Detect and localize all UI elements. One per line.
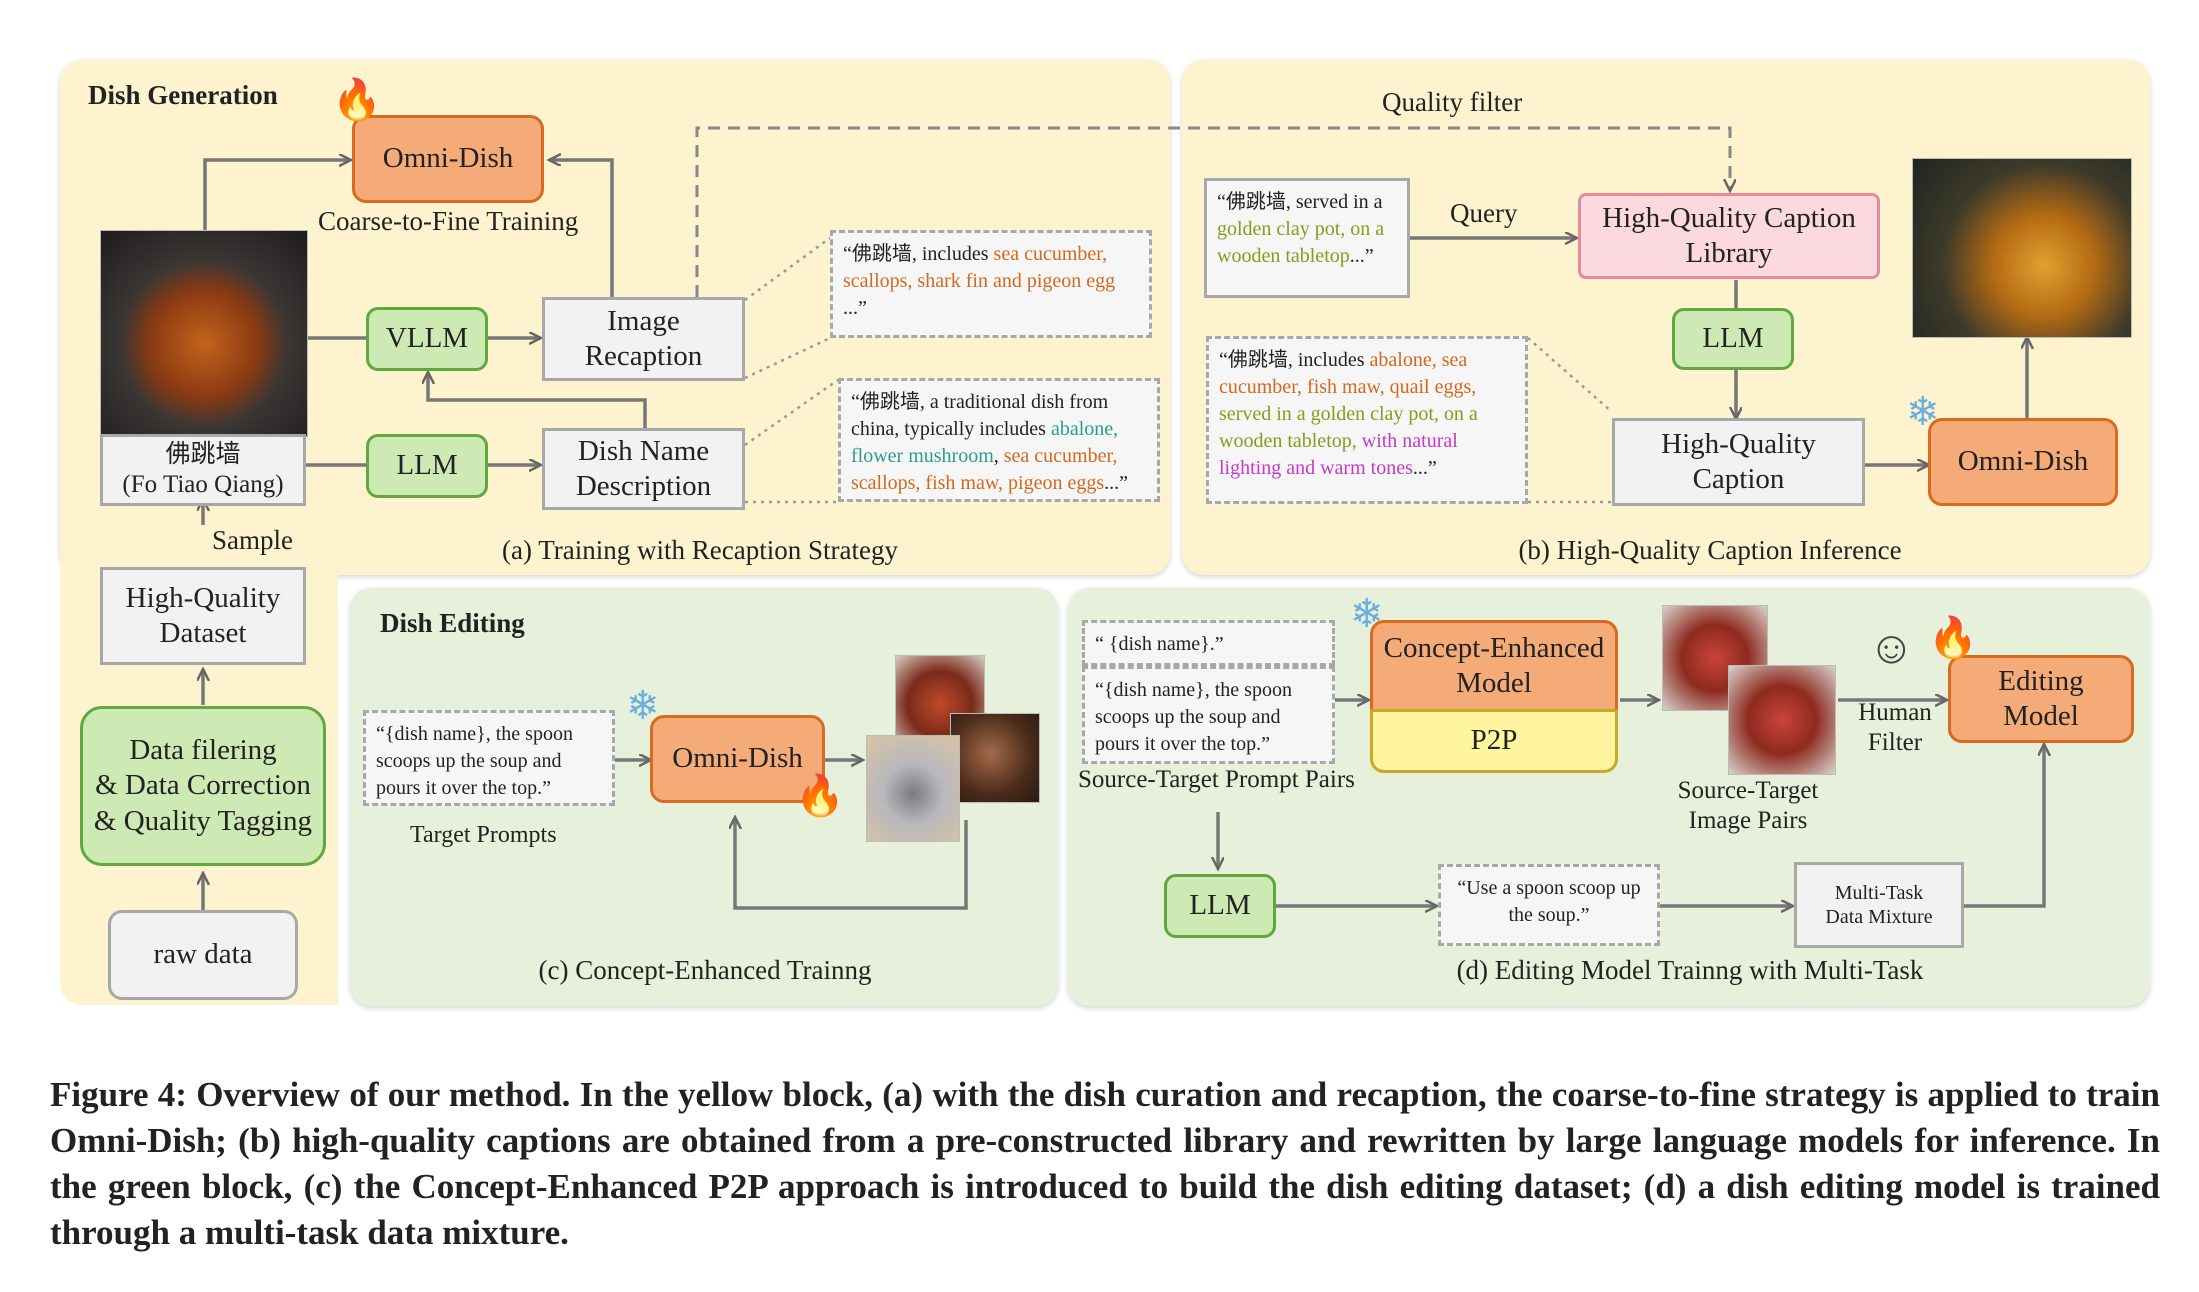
hq-caption-label: High-Quality Caption	[1661, 427, 1816, 495]
data-filtering-node[interactable]: Data filering & Data Correction & Qualit…	[80, 706, 326, 866]
panel-b-caption: (b) High-Quality Caption Inference	[1518, 535, 1902, 565]
data-filtering-label: Data filering & Data Correction & Qualit…	[93, 733, 313, 837]
quote-separator: ,	[993, 445, 1004, 467]
quote-ingredients: sea cucumber, scallops, shark fin and pi…	[843, 243, 1116, 292]
source-prompt-quote: “ {dish name}.”	[1082, 620, 1335, 666]
image-recaption-label: Image Recaption	[584, 304, 703, 372]
quote-text: “佛跳墙, served in a	[1217, 191, 1383, 213]
query-label: Query	[1450, 198, 1518, 228]
human-filter-label: Human Filter	[1858, 699, 1932, 756]
editing-model-node[interactable]: Editing Model	[1948, 655, 2134, 743]
dish-name-cn: 佛跳墙	[165, 440, 241, 468]
quote-text: “Use a spoon scoop up the soup.”	[1457, 877, 1641, 926]
llm-label-b: LLM	[1702, 322, 1764, 355]
raw-data-label: raw data	[153, 938, 253, 971]
concept-enhanced-model-label: Concept-Enhanced Model	[1383, 631, 1605, 699]
edit-instruction-quote: “Use a spoon scoop up the soup.”	[1438, 864, 1660, 946]
p2p-label: P2P	[1470, 724, 1518, 757]
quote-text: “{dish name}, the spoon scoops up the so…	[376, 723, 573, 799]
target-prompt-quote: “{dish name}, the spoon scoops up the so…	[363, 710, 615, 806]
hq-caption-node[interactable]: High-Quality Caption	[1612, 418, 1865, 506]
snowflake-icon: ❄	[626, 683, 660, 728]
dish-name-box: 佛跳墙 (Fo Tiao Qiang)	[100, 434, 306, 506]
omni-dish-node-b[interactable]: Omni-Dish	[1928, 418, 2118, 506]
fire-icon: 🔥	[795, 773, 845, 818]
p2p-node[interactable]: P2P	[1370, 709, 1618, 773]
fo-tiao-qiang-image	[100, 230, 308, 437]
quote-text: “ {dish name}.”	[1095, 633, 1224, 655]
generated-dish-image	[1912, 158, 2132, 338]
edited-dish-image-2	[950, 713, 1040, 803]
editing-model-label: Editing Model	[1998, 664, 2084, 732]
target-prompt-quote-d: “{dish name}, the spoon scoops up the so…	[1082, 666, 1335, 764]
llm-label-d: LLM	[1189, 889, 1251, 922]
llm-node-b[interactable]: LLM	[1672, 308, 1794, 370]
coarse-to-fine-label: Coarse-to-Fine Training	[318, 206, 579, 236]
target-dish-image	[1728, 665, 1836, 775]
quote-ingredients-orange: sea cucumber, scallops, fish maw, pigeon…	[851, 445, 1118, 494]
raw-data-node[interactable]: raw data	[108, 910, 298, 1000]
omni-dish-node-c[interactable]: Omni-Dish	[650, 715, 825, 803]
quote-ingredients-teal: abalone, flower mushroom	[851, 418, 1119, 467]
sample-label: Sample	[212, 525, 293, 555]
panel-c-caption: (c) Concept-Enhanced Trainng	[538, 955, 872, 985]
quote-lighting: with natural lighting and warm tones	[1219, 430, 1458, 479]
caption-quote: “佛跳墙, includes abalone, sea cucumber, fi…	[1206, 336, 1528, 504]
dish-name-en: (Fo Tiao Qiang)	[122, 471, 284, 498]
dish-editing-title: Dish Editing	[380, 608, 525, 638]
query-quote: “佛跳墙, served in a golden clay pot, on a …	[1204, 178, 1410, 298]
omni-dish-node-a[interactable]: Omni-Dish	[352, 115, 544, 203]
multi-task-node[interactable]: Multi-Task Data Mixture	[1794, 862, 1964, 948]
quote-ingredients: abalone, sea cucumber, fish maw, quail e…	[1219, 349, 1477, 398]
vllm-label: VLLM	[385, 322, 469, 355]
concept-enhanced-model-node[interactable]: Concept-Enhanced Model	[1370, 620, 1618, 712]
quote-text: “佛跳墙, includes	[843, 243, 994, 265]
image-recaption-node[interactable]: Image Recaption	[542, 297, 745, 381]
dish-name-description-node[interactable]: Dish Name Description	[542, 428, 745, 510]
target-prompts-label: Target Prompts	[410, 822, 557, 848]
llm-label: LLM	[396, 449, 458, 482]
snowflake-icon: ❄	[1350, 591, 1384, 636]
image-pairs-label: Source-Target Image Pairs	[1677, 777, 1819, 834]
quote-end: ...”	[1104, 472, 1128, 494]
hq-caption-library-node[interactable]: High-Quality Caption Library	[1578, 193, 1880, 279]
hq-dataset-label: High-Quality Dataset	[125, 581, 281, 649]
dish-name-description-label: Dish Name Description	[575, 434, 712, 502]
llm-node-d[interactable]: LLM	[1164, 874, 1276, 938]
quality-filter-label: Quality filter	[1382, 87, 1523, 117]
hq-caption-library-label: High-Quality Caption Library	[1602, 201, 1856, 269]
quote-setting: served in a golden clay pot, on a wooden…	[1219, 403, 1478, 452]
prompt-pairs-label: Source-Target Prompt Pairs	[1078, 766, 1355, 793]
omni-dish-label: Omni-Dish	[382, 142, 514, 175]
vllm-node[interactable]: VLLM	[366, 307, 488, 371]
fire-icon: 🔥	[332, 77, 382, 122]
person-icon: ☺	[1868, 622, 1915, 673]
hq-dataset-node[interactable]: High-Quality Dataset	[100, 567, 306, 665]
dish-description-quote: “佛跳墙, a traditional dish from china, typ…	[838, 378, 1160, 502]
quote-end: ...”	[843, 297, 867, 319]
fire-icon: 🔥	[1928, 615, 1978, 660]
quote-end: ...”	[1349, 245, 1374, 267]
snowflake-icon: ❄	[1906, 389, 1940, 434]
figure-caption: Figure 4: Overview of our method. In the…	[50, 1075, 2160, 1252]
omni-dish-label-c: Omni-Dish	[672, 742, 803, 775]
omni-dish-label-b: Omni-Dish	[1957, 445, 2089, 478]
recaption-quote: “佛跳墙, includes sea cucumber, scallops, s…	[830, 230, 1152, 338]
quote-text: “{dish name}, the spoon scoops up the so…	[1095, 679, 1292, 755]
quote-setting: golden clay pot, on a wooden tabletop	[1217, 218, 1385, 267]
edited-dish-image-3	[866, 735, 960, 842]
quote-end: ...”	[1412, 457, 1437, 479]
quote-text: “佛跳墙, a traditional dish from china, typ…	[851, 391, 1109, 440]
quote-text: “佛跳墙, includes	[1219, 349, 1370, 371]
dish-generation-title: Dish Generation	[88, 80, 278, 110]
llm-node-a[interactable]: LLM	[366, 434, 488, 498]
multi-task-label: Multi-Task Data Mixture	[1825, 881, 1933, 928]
panel-d-caption: (d) Editing Model Trainng with Multi-Tas…	[1456, 955, 1924, 985]
panel-a-caption: (a) Training with Recaption Strategy	[502, 535, 898, 565]
